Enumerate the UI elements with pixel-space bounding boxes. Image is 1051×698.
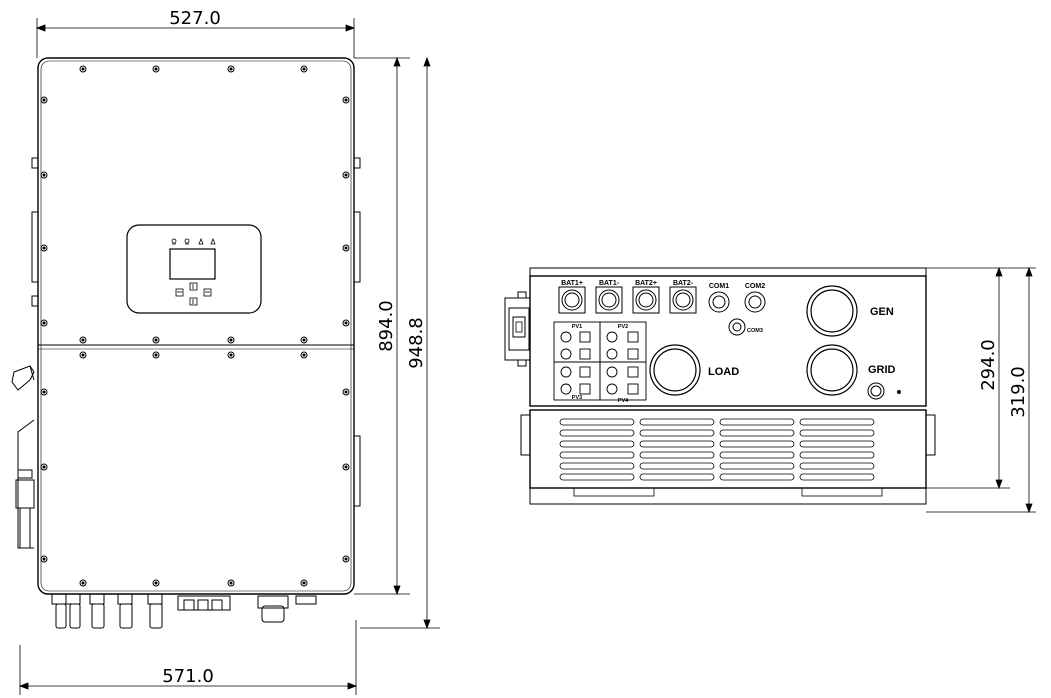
side-brackets xyxy=(31,157,361,507)
display-panel xyxy=(126,224,262,314)
com-ports xyxy=(708,291,766,336)
front-view xyxy=(11,57,361,629)
battery-connectors xyxy=(558,286,697,314)
front-width-label: 527.0 xyxy=(169,8,221,29)
load-cable-gland xyxy=(649,344,701,396)
dc-switch xyxy=(11,365,35,391)
pv2-label: PV2 xyxy=(618,324,628,330)
side-dimensions xyxy=(926,266,1036,514)
indicator-led-icons xyxy=(171,237,216,245)
heatsink-grille xyxy=(529,409,927,489)
load-label: LOAD xyxy=(708,366,739,378)
left-cable-bracket xyxy=(15,419,35,549)
front-housing xyxy=(37,57,355,595)
pv3-label: PV3 xyxy=(572,395,582,401)
bottom-view xyxy=(504,267,936,505)
bat1-minus-label: BAT1- xyxy=(599,280,620,287)
bottom-connectors xyxy=(51,593,317,629)
com3-label: COM3 xyxy=(747,328,763,334)
bat2-plus-label: BAT2+ xyxy=(635,280,657,287)
housing-screws xyxy=(40,65,350,587)
overall-width-label: 571.0 xyxy=(162,666,214,687)
grid-small-port xyxy=(867,382,901,400)
gen-cable-gland xyxy=(806,285,858,337)
side-overall-height-label: 319.0 xyxy=(1008,366,1029,418)
front-dimensions xyxy=(18,18,440,695)
pv4-label: PV4 xyxy=(618,398,629,404)
lcd-screen xyxy=(169,248,216,280)
overall-height-label: 948.8 xyxy=(406,317,427,369)
panel-buttons xyxy=(175,282,212,306)
bat1-plus-label: BAT1+ xyxy=(561,280,583,287)
com1-label: COM1 xyxy=(709,283,729,290)
mounting-plate xyxy=(529,488,927,505)
grid-label: GRID xyxy=(868,364,896,376)
pv1-label: PV1 xyxy=(572,324,582,330)
com2-label: COM2 xyxy=(745,283,765,290)
bat2-minus-label: BAT2- xyxy=(673,280,694,287)
body-height-label: 894.0 xyxy=(376,300,397,352)
side-body-height-label: 294.0 xyxy=(978,339,999,391)
gen-label: GEN xyxy=(870,306,894,318)
vent-slots xyxy=(559,418,875,481)
pv-connectors xyxy=(553,321,647,401)
grid-cable-gland xyxy=(806,344,858,396)
terminal-panel xyxy=(529,275,927,407)
front-housing-inner xyxy=(40,60,352,592)
